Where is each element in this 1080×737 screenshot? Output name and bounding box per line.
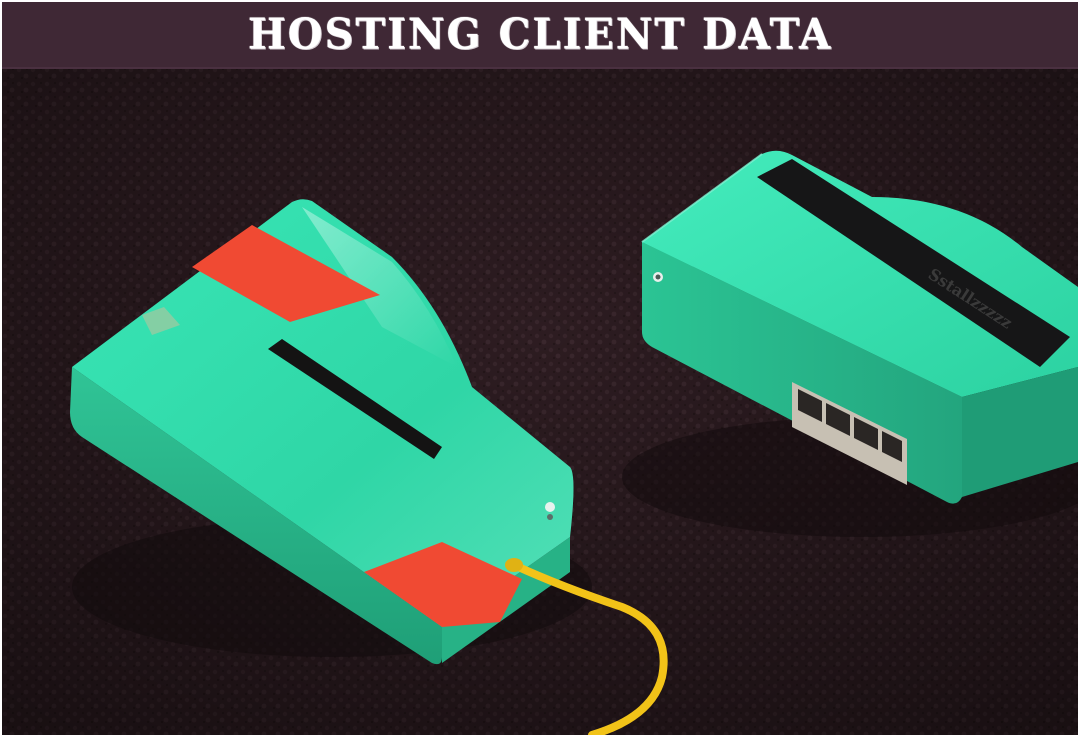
yellow-cable bbox=[510, 561, 668, 735]
card-slot bbox=[268, 339, 442, 459]
red-accent-top bbox=[192, 225, 380, 322]
title-banner: HOSTING CLIENT DATA bbox=[2, 2, 1078, 69]
image-title: HOSTING CLIENT DATA bbox=[247, 9, 833, 60]
product-photo: Sstallzzzzz bbox=[2, 67, 1078, 735]
left-device bbox=[70, 199, 592, 665]
label-strip bbox=[757, 159, 1070, 367]
ethernet-ports bbox=[792, 382, 907, 485]
red-accent-bottom bbox=[364, 542, 522, 627]
photo-illustration: Sstallzzzzz bbox=[2, 67, 1078, 735]
right-device: Sstallzzzzz bbox=[622, 150, 1078, 537]
